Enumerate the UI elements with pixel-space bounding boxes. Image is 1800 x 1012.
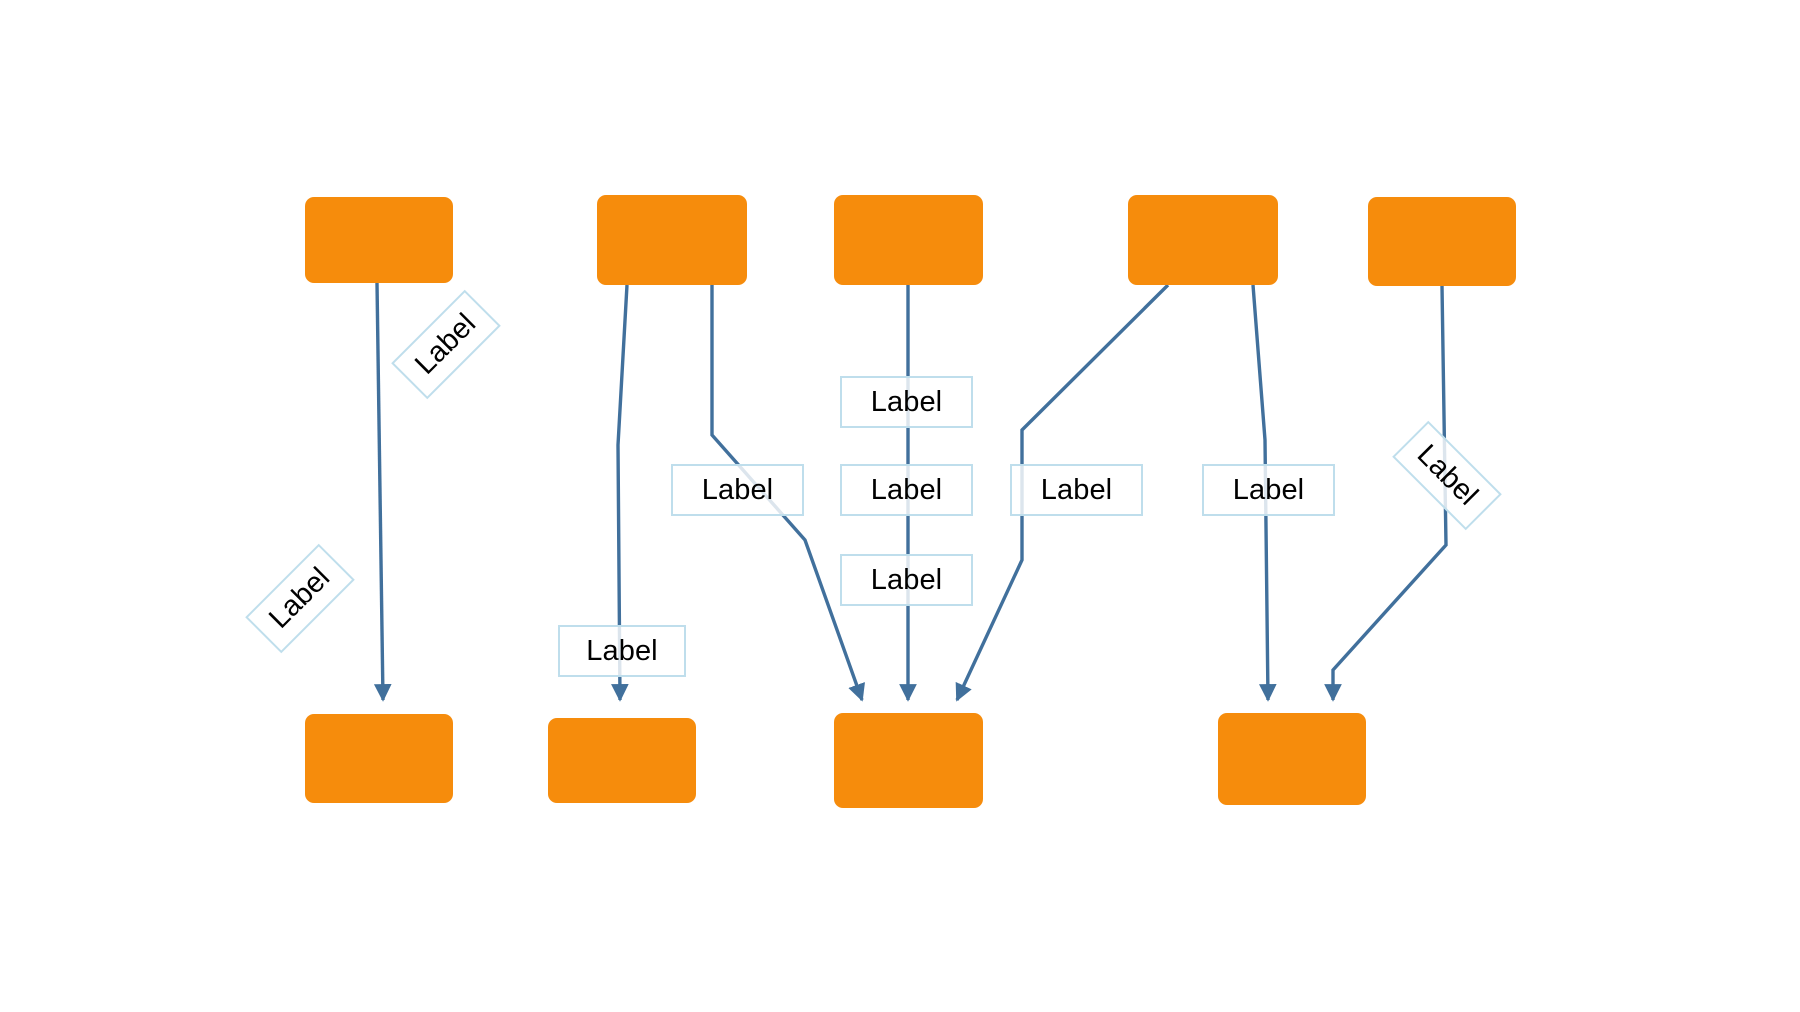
edge-label[interactable]: Label bbox=[840, 464, 973, 516]
edge-label[interactable]: Label bbox=[671, 464, 804, 516]
node-t2[interactable] bbox=[597, 195, 747, 285]
edge-label[interactable]: Label bbox=[840, 376, 973, 428]
node-b1[interactable] bbox=[305, 714, 453, 803]
node-t1[interactable] bbox=[305, 197, 453, 283]
node-b4[interactable] bbox=[1218, 713, 1366, 805]
node-b3[interactable] bbox=[834, 713, 983, 808]
edge-label[interactable]: Label bbox=[1010, 464, 1143, 516]
node-t4[interactable] bbox=[1128, 195, 1278, 285]
node-t3[interactable] bbox=[834, 195, 983, 285]
edge-e7[interactable] bbox=[1324, 285, 1448, 702]
edge-label[interactable]: Label bbox=[558, 625, 686, 677]
edge-label[interactable]: Label bbox=[1202, 464, 1335, 516]
edge-e1[interactable] bbox=[373, 282, 392, 702]
edge-e6[interactable] bbox=[1251, 284, 1277, 702]
node-t5[interactable] bbox=[1368, 197, 1516, 286]
edge-label[interactable]: Label bbox=[840, 554, 973, 606]
edge-e2[interactable] bbox=[611, 284, 629, 702]
node-b2[interactable] bbox=[548, 718, 696, 803]
